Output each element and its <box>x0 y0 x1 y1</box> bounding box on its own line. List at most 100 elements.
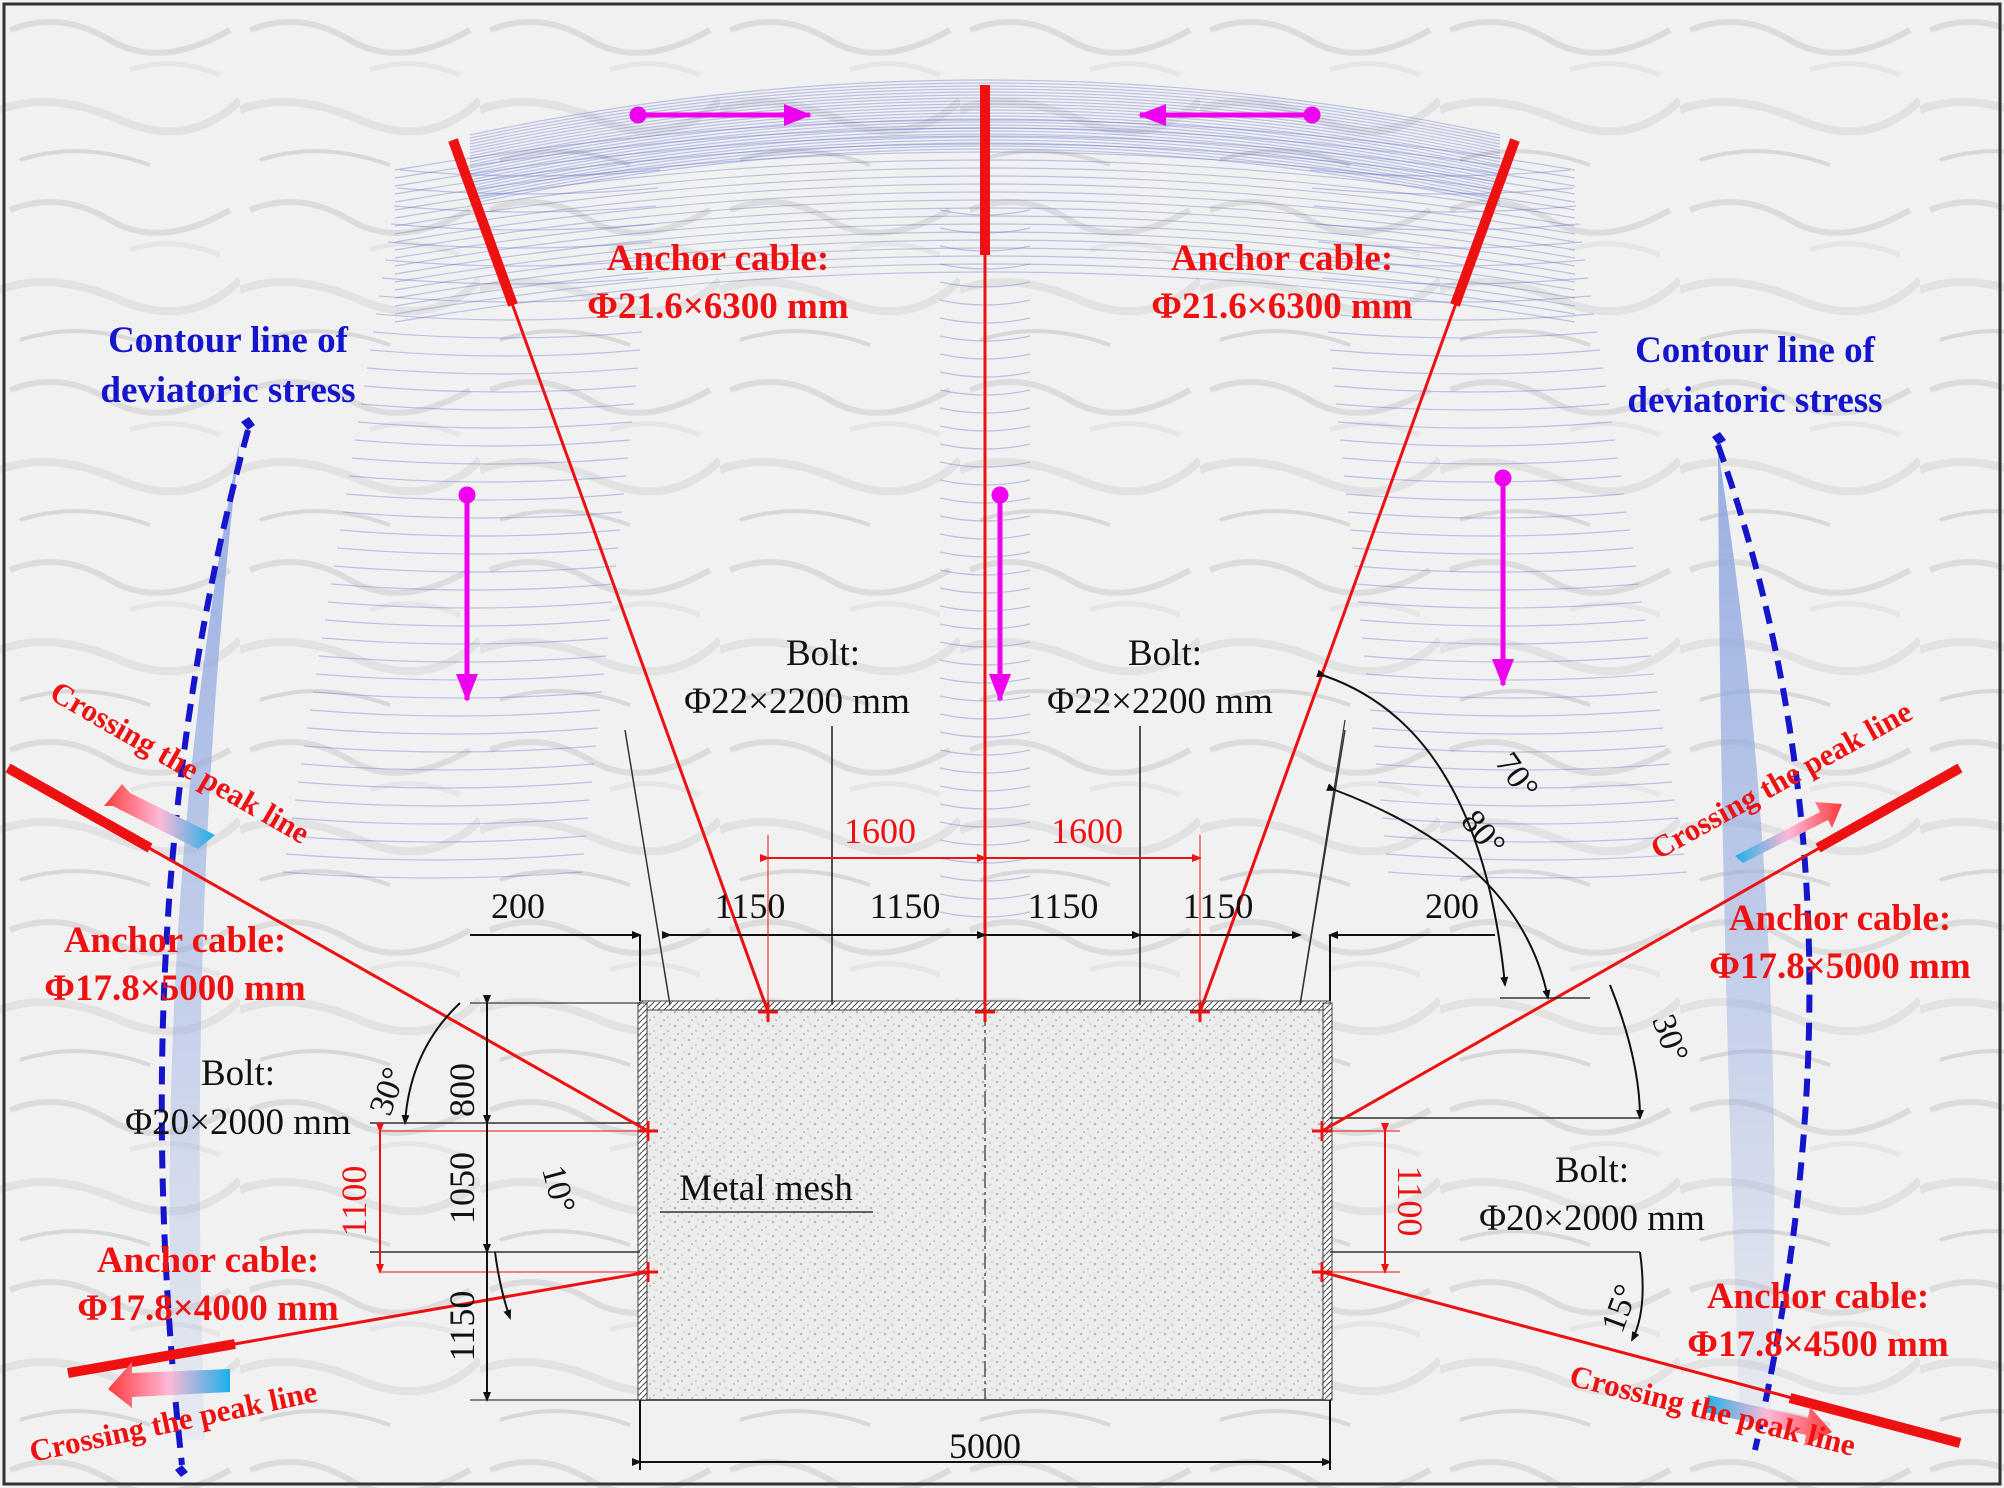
contour-curve <box>327 601 613 609</box>
contour-label-right-2: deviatoric stress <box>1627 380 1882 421</box>
contour-curve <box>306 727 599 735</box>
contour-curve <box>384 259 651 267</box>
contour-curve <box>1339 439 1616 447</box>
contour-curve <box>309 709 601 717</box>
contour-curve <box>1315 223 1580 231</box>
contour-curve <box>1353 565 1637 573</box>
dim-side-cable-right: 1100 <box>1390 1166 1430 1237</box>
metal-mesh-left-wall <box>637 1002 648 1401</box>
contour-curve <box>288 835 587 843</box>
anchor-cable-left-upper-head <box>5 763 153 853</box>
bolt-roof-left-label-1: Bolt: <box>786 633 860 674</box>
metal-mesh-right-wall <box>1322 1002 1333 1401</box>
left-contour-tip-top <box>241 417 255 430</box>
contour-curve <box>399 169 661 177</box>
left-deviatoric-zone <box>169 440 240 1440</box>
bolt-roof-right-label-2: Φ22×2200 mm <box>1047 681 1273 722</box>
contour-curve <box>1327 331 1598 339</box>
anchor-cable-right-lower-label-1: Anchor cable: <box>1707 1276 1929 1317</box>
anchor-cable-left-upper-label-2: Φ17.8×5000 mm <box>44 968 306 1009</box>
bolt-side-right-label-2: Φ20×2000 mm <box>1479 1198 1705 1239</box>
contour-curve <box>1341 457 1619 465</box>
contour-curve <box>342 511 623 519</box>
dim-top-1150-4: 1150 <box>1183 886 1254 926</box>
contour-curve <box>1343 475 1622 483</box>
dim-cable-spacing-right: 1600 <box>1051 811 1123 851</box>
contour-curve <box>1331 367 1604 375</box>
peak-arrow-right-lower <box>1704 1395 1832 1446</box>
contour-curve <box>469 82 1501 139</box>
crossing-peak-arrows <box>104 784 1842 1446</box>
contour-label-left-2: deviatoric stress <box>100 370 355 411</box>
right-deviatoric-zone <box>1718 450 1775 1420</box>
left-contour-line <box>158 429 251 1466</box>
contour-curve <box>393 205 657 213</box>
contour-curve <box>360 403 635 411</box>
right-contour-line <box>1715 443 1813 1451</box>
contour-curve <box>381 277 649 285</box>
metal-mesh-label: Metal mesh <box>679 1168 853 1209</box>
contour-curve <box>369 349 641 357</box>
anchor-cable-right-upper-label-2: Φ17.8×5000 mm <box>1709 946 1971 987</box>
contour-curve <box>375 313 645 321</box>
anchor-plates <box>638 1002 1332 1282</box>
anchor-cable-roof-left-label-1: Anchor cable: <box>607 238 829 279</box>
anchor-cable-left-lower-head <box>67 1339 236 1378</box>
dim-top-1150-2: 1150 <box>870 886 941 926</box>
dim-top-1150-1: 1150 <box>715 886 786 926</box>
contour-curve <box>294 799 591 807</box>
contour-curve <box>1309 169 1571 177</box>
contour-curve <box>303 745 597 753</box>
peak-arrow-right-upper <box>1735 802 1842 863</box>
stress-arrows <box>456 104 1514 702</box>
contour-curve <box>366 367 639 375</box>
contour-curve <box>387 241 653 249</box>
contour-curve <box>345 493 625 501</box>
contour-curve <box>1319 259 1586 267</box>
contour-curve <box>1321 277 1589 285</box>
contour-curve <box>282 871 583 879</box>
contour-curve <box>1355 583 1640 591</box>
contour-curve <box>372 331 643 339</box>
contour-curve <box>1311 187 1574 195</box>
contour-label-left-1: Contour line of <box>108 320 349 361</box>
contour-curve <box>1347 511 1628 519</box>
roof-bolt-1 <box>624 729 671 1006</box>
anchor-cable-right-lower-label-2: Φ17.8×4500 mm <box>1687 1324 1949 1365</box>
right-contour-tip-top <box>1712 432 1726 445</box>
anchor-cable-roof-right-head <box>1450 138 1520 307</box>
anchor-cable-roof-left-label-2: Φ21.6×6300 mm <box>587 286 849 327</box>
dim-width-5000: 5000 <box>949 1426 1021 1466</box>
anchor-cable-right-lower-head <box>1788 1393 1962 1448</box>
contour-label-right-1: Contour line of <box>1635 330 1876 371</box>
contour-curve <box>333 565 617 573</box>
peak-arrow-left-upper <box>104 784 215 849</box>
contour-curve <box>297 781 593 789</box>
dim-side-1050: 1050 <box>442 1152 482 1224</box>
peak-arrow-left-lower <box>108 1362 230 1408</box>
contour-curve <box>1325 313 1595 321</box>
contour-curve <box>1357 601 1643 609</box>
dim-top-200-left: 200 <box>491 886 545 926</box>
left-dimension-lines <box>470 995 640 1402</box>
contour-curve <box>1335 403 1610 411</box>
bolt-side-left-label-1: Bolt: <box>201 1053 275 1094</box>
left-contour-tip-bottom <box>175 1465 188 1477</box>
contour-curve <box>1333 385 1607 393</box>
dim-side-1150: 1150 <box>442 1291 482 1362</box>
contour-curve <box>390 223 655 231</box>
bolt-side-right-label-1: Bolt: <box>1555 1150 1629 1191</box>
contour-curve <box>357 421 633 429</box>
contour-curve <box>1317 241 1583 249</box>
contour-curve <box>318 655 607 663</box>
bolt-side-left-label-2: Φ20×2000 mm <box>125 1102 351 1143</box>
contour-curve <box>363 385 637 393</box>
contour-curve <box>291 817 589 825</box>
anchor-cable-right-upper-label-1: Anchor cable: <box>1729 898 1951 939</box>
contour-curve <box>300 763 595 771</box>
dim-side-cable-left: 1100 <box>334 1166 374 1237</box>
contour-curve <box>469 79 1501 136</box>
contour-curve <box>1345 493 1625 501</box>
